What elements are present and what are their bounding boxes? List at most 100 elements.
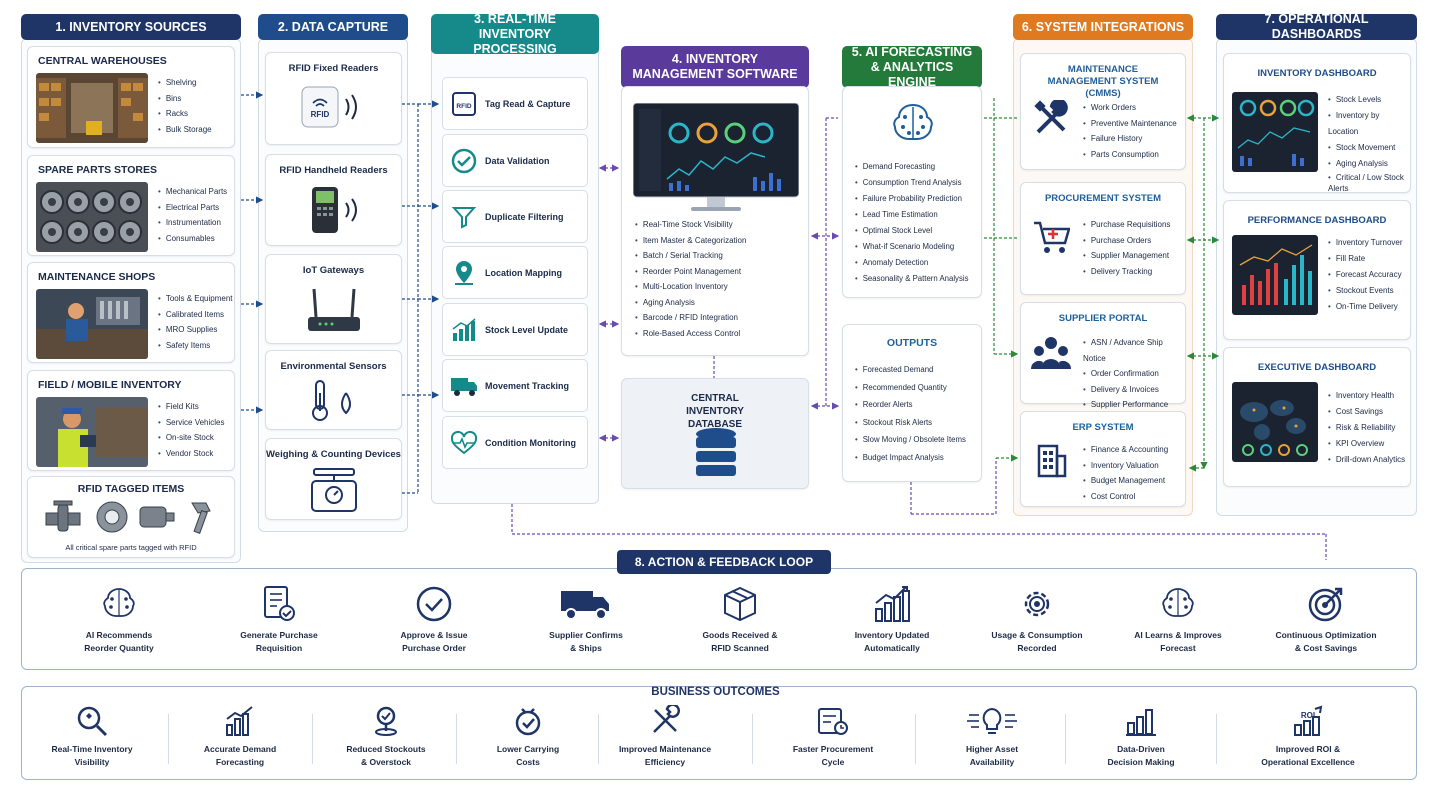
output-item: Stockout Risk Alerts <box>855 414 966 432</box>
integration-item: Supplier Performance <box>1083 397 1185 413</box>
integration-erp[interactable]: ERP SYSTEM Finance & Accounting Inventor… <box>1020 411 1186 507</box>
process-step-tag-read[interactable]: RFID Tag Read & Capture <box>442 77 588 130</box>
divider <box>1065 714 1066 764</box>
process-step-movement-tracking[interactable]: Movement Tracking <box>442 359 588 412</box>
capture-rfid-fixed[interactable]: RFID Fixed Readers RFID <box>265 52 402 145</box>
integration-cmms[interactable]: MAINTENANCE MANAGEMENT SYSTEM (CMMS) Wor… <box>1020 53 1186 170</box>
process-step-duplicate-filtering[interactable]: Duplicate Filtering <box>442 190 588 243</box>
svg-text:RFID: RFID <box>456 103 471 110</box>
process-step-location-mapping[interactable]: Location Mapping <box>442 246 588 299</box>
source-card-spare-parts[interactable]: SPARE PARTS STORES Mechanical Parts Elec… <box>27 155 235 256</box>
dashboard-title: INVENTORY DASHBOARD <box>1257 68 1377 79</box>
outcome-reduced-stockouts: Reduced Stockouts& Overstock <box>316 704 456 768</box>
thermometer-icon <box>266 379 401 423</box>
outputs-list: Forecasted Demand Recommended Quantity R… <box>855 361 966 466</box>
rfid-tagged-items-card[interactable]: RFID TAGGED ITEMS All critical spare par… <box>27 476 235 558</box>
handheld-reader-icon <box>266 185 401 235</box>
source-card-field-mobile[interactable]: FIELD / MOBILE INVENTORY Field Kits Serv… <box>27 370 235 471</box>
maintenance-shop-photo <box>36 289 148 359</box>
capture-title: Weighing & Counting Devices <box>266 449 401 460</box>
integration-procurement[interactable]: PROCUREMENT SYSTEM Purchase Requisitions… <box>1020 182 1186 295</box>
ims-feature: Barcode / RFID Integration <box>635 310 746 326</box>
database-icon <box>694 427 738 479</box>
source-item: Bins <box>158 91 212 107</box>
loop-step-supplier-ships[interactable]: Supplier Confirms& Ships <box>526 584 646 654</box>
rfid-tagged-caption: All critical spare parts tagged with RFI… <box>65 543 197 552</box>
rfid-tag-icon: RFID <box>443 91 485 117</box>
integration-supplier-portal[interactable]: SUPPLIER PORTAL ASN / Advance Ship Notic… <box>1020 302 1186 409</box>
central-database-card[interactable]: CENTRAL INVENTORY DATABASE <box>621 378 809 489</box>
capture-weighing-devices[interactable]: Weighing & Counting Devices <box>265 438 402 520</box>
dashboard-item: Drill-down Analytics <box>1328 452 1405 468</box>
outputs-title: OUTPUTS <box>886 337 938 349</box>
ai-engine-card[interactable]: Demand Forecasting Consumption Trend Ana… <box>842 86 982 298</box>
capture-environmental-sensors[interactable]: Environmental Sensors <box>265 350 402 430</box>
ai-outputs-card[interactable]: OUTPUTS Forecasted Demand Recommended Qu… <box>842 324 982 482</box>
source-card-warehouses[interactable]: CENTRAL WAREHOUSES Shelving Bins Racks B… <box>27 46 235 148</box>
source-card-maintenance-shops[interactable]: MAINTENANCE SHOPS Tools & Equipment Cali… <box>27 262 235 363</box>
ai-brain-icon <box>1118 584 1238 624</box>
magnifier-icon <box>22 704 162 738</box>
ai-brain-icon <box>891 101 935 145</box>
filter-icon <box>443 204 485 230</box>
bars-icon <box>1071 704 1211 738</box>
process-step-stock-level-update[interactable]: Stock Level Update <box>442 303 588 356</box>
process-step-validation[interactable]: Data Validation <box>442 134 588 187</box>
process-step-condition-monitoring[interactable]: Condition Monitoring <box>442 416 588 469</box>
inventory-dashboard-card[interactable]: INVENTORY DASHBOARD Stock Levels Invento… <box>1223 53 1411 193</box>
dashboard-screenshot <box>1232 382 1318 462</box>
divider <box>598 714 599 764</box>
capture-title: RFID Handheld Readers <box>279 165 388 176</box>
executive-dashboard-card[interactable]: EXECUTIVE DASHBOARD Inventory Health Cos… <box>1223 347 1411 487</box>
feedback-loop-title: 8. ACTION & FEEDBACK LOOP <box>617 550 831 574</box>
source-item: MRO Supplies <box>158 322 233 338</box>
source-item: Field Kits <box>158 399 225 415</box>
capture-rfid-handheld[interactable]: RFID Handheld Readers <box>265 154 402 246</box>
source-item: Bulk Storage <box>158 122 212 138</box>
capture-title: Environmental Sensors <box>280 361 387 372</box>
integration-item: Work Orders <box>1083 100 1177 116</box>
dashboard-item: Inventory Health <box>1328 388 1405 404</box>
ai-feature: Demand Forecasting <box>855 159 968 175</box>
svg-text:RFID: RFID <box>310 110 329 119</box>
sources-header: 1. INVENTORY SOURCES <box>21 14 241 40</box>
process-step-label: Stock Level Update <box>485 324 569 335</box>
source-title: SPARE PARTS STORES <box>38 164 158 176</box>
box-icon <box>680 584 800 624</box>
output-item: Forecasted Demand <box>855 361 966 379</box>
integration-items: Purchase Requisitions Purchase Orders Su… <box>1083 217 1171 279</box>
ai-feature: Seasonality & Pattern Analysis <box>855 271 969 287</box>
integration-item: Parts Consumption <box>1083 147 1177 163</box>
source-item: Mechanical Parts <box>158 184 227 200</box>
rfid-tagged-title: RFID TAGGED ITEMS <box>77 483 185 495</box>
source-title: FIELD / MOBILE INVENTORY <box>38 379 182 391</box>
capture-iot-gateways[interactable]: IoT Gateways <box>265 254 402 344</box>
loop-step-continuous-optimization[interactable]: Continuous Optimization& Cost Savings <box>1266 584 1386 654</box>
divider <box>168 714 169 764</box>
ai-feature: Optimal Stock Level <box>855 223 968 239</box>
loop-step-goods-received[interactable]: Goods Received &RFID Scanned <box>680 584 800 654</box>
source-item: Instrumentation <box>158 215 227 231</box>
map-pin-icon <box>443 259 485 287</box>
performance-dashboard-card[interactable]: PERFORMANCE DASHBOARD Inventory Turnover… <box>1223 200 1411 340</box>
check-circle-icon <box>443 147 485 175</box>
source-item: On-site Stock <box>158 430 225 446</box>
business-outcomes-panel <box>21 686 1417 780</box>
ims-card[interactable]: Real-Time Stock Visibility Item Master &… <box>621 86 809 356</box>
dashboard-item: Risk & Reliability <box>1328 420 1405 436</box>
ims-feature: Real-Time Stock Visibility <box>635 217 746 233</box>
source-item: Shelving <box>158 75 212 91</box>
dashboard-items: Inventory Turnover Fill Rate Forecast Ac… <box>1328 235 1403 315</box>
